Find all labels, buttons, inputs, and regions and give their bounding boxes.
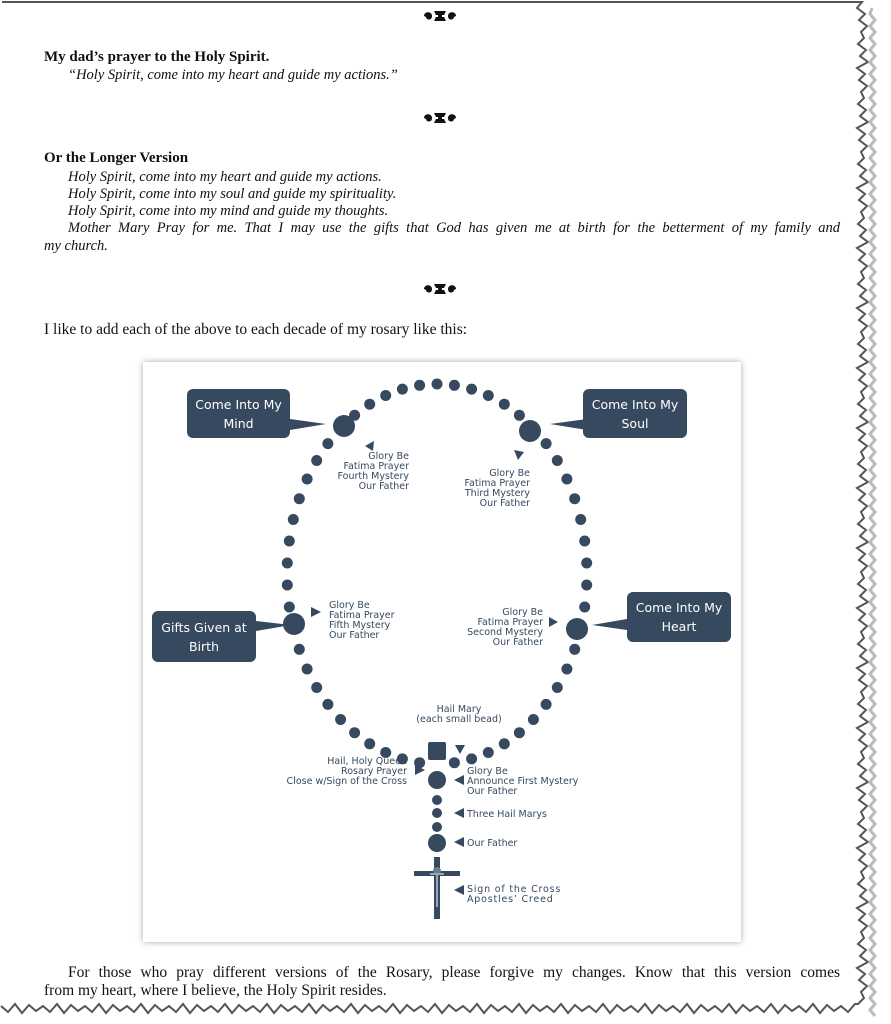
small-bead <box>575 514 586 525</box>
small-bead <box>581 580 592 591</box>
small-bead <box>483 747 494 758</box>
small-bead <box>514 727 525 738</box>
arrow-third <box>514 450 524 460</box>
arrow-first <box>454 775 464 785</box>
small-bead <box>282 580 293 591</box>
ornament-divider-2 <box>420 110 460 126</box>
small-bead <box>561 664 572 675</box>
small-bead <box>432 379 443 390</box>
small-bead <box>311 682 322 693</box>
longer-line-2: Holy Spirit, come into my soul and guide… <box>68 186 396 203</box>
small-bead <box>322 699 333 710</box>
longer-line-1: Holy Spirit, come into my heart and guid… <box>68 169 382 186</box>
small-bead <box>449 380 460 391</box>
longer-version-heading: Or the Longer Version <box>44 150 188 167</box>
longer-line-5: my church. <box>44 238 108 255</box>
small-bead <box>569 644 580 655</box>
small-bead <box>541 699 552 710</box>
longer-line-3: Holy Spirit, come into my mind and guide… <box>68 203 388 220</box>
small-bead <box>397 753 408 764</box>
small-bead <box>561 474 572 485</box>
crucifix-icon <box>414 857 460 919</box>
ornament-divider-1 <box>420 8 460 24</box>
small-bead <box>514 410 525 421</box>
small-bead <box>364 399 375 410</box>
short-prayer: “Holy Spirit, come into my heart and gui… <box>68 67 398 84</box>
small-bead <box>380 747 391 758</box>
small-bead <box>579 602 590 613</box>
small-bead <box>552 682 563 693</box>
arrow-second <box>549 617 558 627</box>
intro-text: I like to add each of the above to each … <box>44 321 467 339</box>
small-bead <box>311 455 322 466</box>
small-bead <box>499 399 510 410</box>
closing-line-2: from my heart, where I believe, the Holy… <box>44 982 387 1000</box>
arrow-cross <box>454 885 464 895</box>
small-bead <box>569 493 580 504</box>
large-bead <box>428 834 446 852</box>
arrow-our-father <box>454 837 464 847</box>
small-bead <box>302 664 313 675</box>
arrow-three <box>454 808 464 818</box>
small-bead <box>466 384 477 395</box>
arrow-fourth <box>365 441 374 451</box>
large-bead <box>283 613 305 635</box>
small-bead <box>294 493 305 504</box>
small-bead <box>284 602 295 613</box>
ornament-divider-3 <box>420 281 460 297</box>
small-bead <box>282 558 293 569</box>
large-bead <box>428 771 446 789</box>
small-bead <box>302 474 313 485</box>
small-bead <box>335 714 346 725</box>
small-bead <box>432 795 442 805</box>
small-bead <box>552 455 563 466</box>
small-bead <box>322 438 333 449</box>
small-bead <box>397 384 408 395</box>
large-bead <box>566 618 588 640</box>
small-bead <box>414 380 425 391</box>
small-bead <box>294 644 305 655</box>
small-bead <box>349 727 360 738</box>
small-bead <box>449 757 460 768</box>
small-bead <box>288 514 299 525</box>
prayer-heading: My dad’s prayer to the Holy Spirit. <box>44 49 269 66</box>
arrow-fifth <box>311 607 321 617</box>
small-bead <box>432 822 442 832</box>
small-bead <box>432 808 442 818</box>
small-bead <box>284 536 295 547</box>
small-bead <box>541 438 552 449</box>
small-bead <box>380 390 391 401</box>
small-bead <box>466 753 477 764</box>
small-bead <box>483 390 494 401</box>
small-bead <box>499 738 510 749</box>
large-bead <box>519 420 541 442</box>
small-bead <box>581 558 592 569</box>
large-bead <box>333 415 355 437</box>
small-bead <box>528 714 539 725</box>
closing-line-1: For those who pray different versions of… <box>68 964 840 982</box>
longer-line-4: Mother Mary Pray for me. That I may use … <box>68 220 840 237</box>
rosary-centerpiece <box>428 742 446 760</box>
small-bead <box>579 536 590 547</box>
arrow-hail-mary <box>455 745 465 754</box>
small-bead <box>364 738 375 749</box>
